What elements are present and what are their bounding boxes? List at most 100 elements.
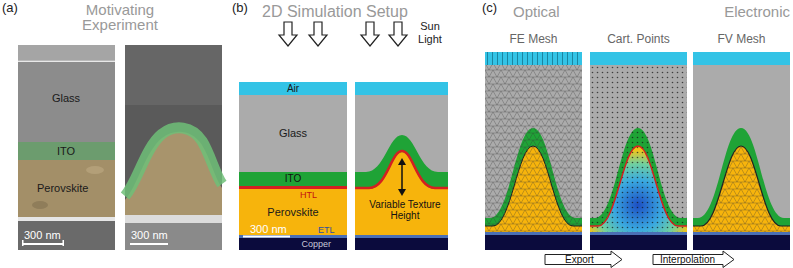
panel-letter-holder: (c) [482,0,497,15]
scale-label-holder: 300 nm [131,229,168,242]
textured-stack [355,82,448,250]
glass-band [693,65,790,232]
panel-title-holder: Electronic [724,3,790,20]
sun-arrow [389,22,407,46]
panel-title: Electronic [724,3,790,20]
scale-label-holder: 300 nm [24,229,61,242]
node-text: Copper [301,240,331,249]
layer-label-holder: HTL [300,190,317,200]
ito-band [355,135,448,235]
contact-line [125,215,222,223]
top-strip [18,45,115,60]
fe-mesh-picture [485,52,582,250]
perovskite-region [18,160,115,217]
panel-title-holder: Motivating Experiment [70,2,170,32]
height-label-holder: Variable Texture Height [368,199,442,221]
scale-bar [130,243,168,245]
htl-line [693,146,790,226]
point-grid [590,65,687,232]
panel-letter: (c) [482,0,497,15]
air-band [355,82,448,95]
scale-label: 300 nm [250,223,287,236]
sem-image-textured [125,45,222,250]
panel-title: 2D Simulation Setup [262,3,408,21]
light-label-holder: Sun Light [413,20,447,46]
copper-band: Copper [239,238,347,250]
mesh-lines [485,52,582,65]
block-arrow [545,251,622,268]
panel-letter-holder: (b) [232,0,248,15]
scale-tick [22,240,24,246]
copper-band [693,235,790,250]
panel-letter: (a) [2,0,18,15]
mesh-panel: FE Mesh [485,32,582,250]
panel-title: Optical [513,3,560,20]
glass-region [125,45,222,105]
ito-coating [125,128,222,196]
layer-label: HTL [300,190,317,200]
perovskite-band [355,152,448,235]
panel-title: Motivating Experiment [70,2,170,32]
scale-label-holder: 300 nm [250,223,287,236]
film-line [18,61,115,63]
node-text: Air [287,84,299,94]
height-label: Variable Texture Height [368,199,442,221]
node-text: ITO [285,174,301,184]
copper-band [485,235,582,250]
layer-label: ITO [57,145,75,158]
block-arrow [653,251,734,268]
contact-line [18,217,115,221]
bottom-region [18,221,115,250]
layer-label-holder: ITO [57,145,75,158]
glass-band [590,65,687,232]
node-text: FE Mesh [509,33,557,45]
fv-mesh-picture [693,52,790,250]
sun-arrows [279,22,407,46]
bottom-region [125,223,222,250]
arrow-head [398,158,406,165]
background-region [125,45,222,250]
arrow-label: Export [565,255,594,265]
scale-tick [63,240,65,246]
cart-points-picture [590,52,687,250]
layer-label-holder: Perovskite [37,182,88,195]
htl-line [485,146,582,226]
etl-line [590,232,687,235]
scale-label: 300 nm [24,229,61,242]
node-text: Perovskite [267,207,318,218]
sun-arrow [309,22,327,46]
copper-band [590,235,687,250]
node-text: Cart. Points [607,33,670,45]
height-arrow [401,162,403,192]
etl-line [355,235,448,238]
layer-label: Glass [52,92,80,105]
arrow-label-holder: Export [565,255,594,265]
etl-line [693,232,790,235]
sem-image-flat [18,45,115,250]
air-band [693,52,790,65]
glass-band [355,95,448,235]
light-label: Sun Light [413,20,447,46]
glass-band: Glass [239,95,347,172]
panel-title-holder: Optical [513,3,560,20]
glass-region [18,45,115,250]
triangle-mesh [485,65,582,232]
sun-arrow [279,22,297,46]
layer-label: ETL [318,225,335,235]
mesh-panel: FV Mesh [693,32,790,250]
ito-band: ITO [239,172,347,186]
layer-label-holder: Glass [52,92,80,105]
scale-label: 300 nm [131,229,168,242]
panel-letter: (b) [232,0,248,15]
air-band: Air [239,82,347,95]
ito-region [18,142,115,160]
panel-title-holder: 2D Simulation Setup [262,3,408,21]
triangle-mesh [693,65,790,232]
node-text: Glass [279,128,307,139]
arrow-label: Interpolation [660,255,715,265]
sun-arrow [361,22,379,46]
points-panel: Cart. Points [590,32,687,250]
layer-label: Perovskite [37,182,88,195]
